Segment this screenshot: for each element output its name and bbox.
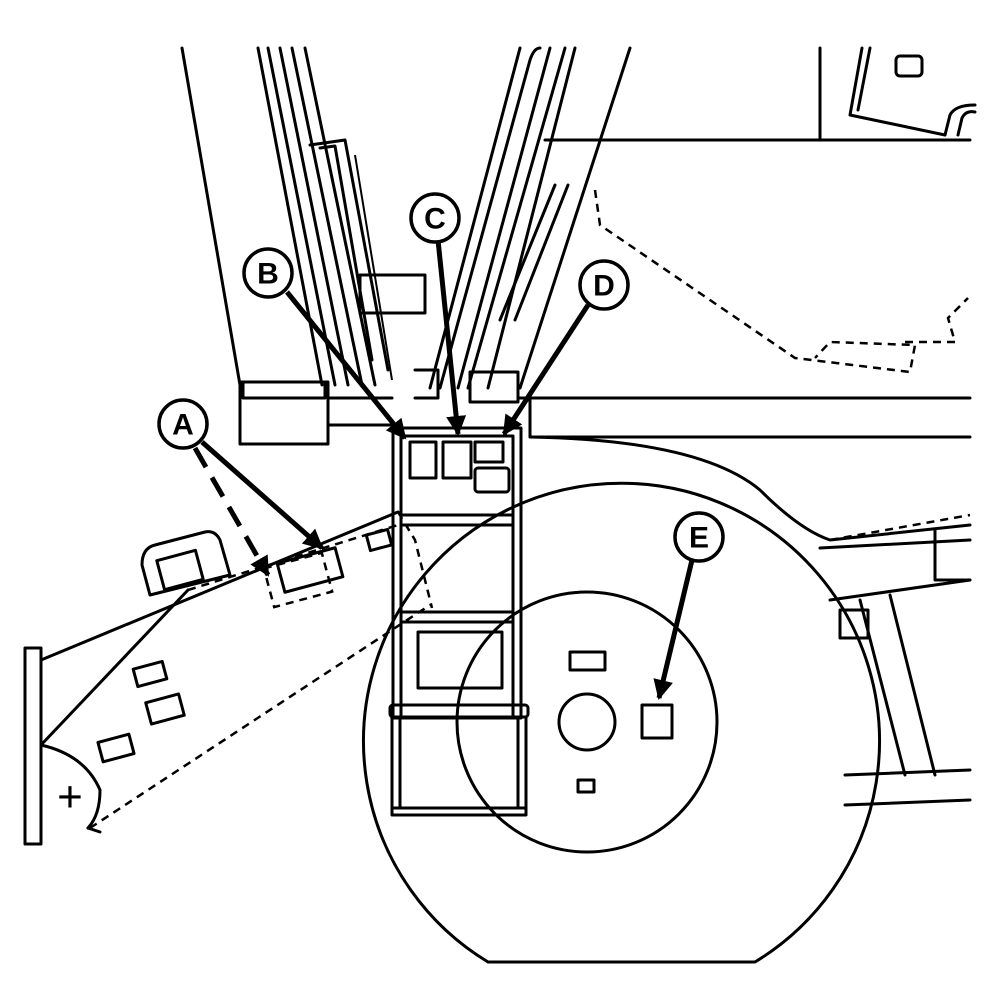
- component-c-box: [441, 440, 473, 480]
- component-d-box: [473, 440, 505, 464]
- callout-d-label: D: [593, 270, 615, 303]
- component-b-box: [408, 440, 438, 480]
- callout-c: C: [409, 192, 461, 244]
- callout-d: D: [578, 259, 630, 311]
- leader-lines: [192, 239, 695, 700]
- cab-structure: [180, 46, 440, 446]
- callout-c-label: C: [424, 203, 446, 236]
- centre-pillars: [428, 46, 632, 404]
- leader-a-dashed: [192, 446, 271, 577]
- right-frame: [528, 435, 972, 807]
- battery-positive-symbol: +: [57, 773, 83, 822]
- ladder: [388, 426, 530, 817]
- upper-right-platform: [518, 46, 977, 439]
- leader-e: [653, 559, 695, 700]
- leader-c: [435, 239, 467, 436]
- component-e-box: [640, 703, 674, 740]
- left-boom: [23, 510, 434, 846]
- callout-b-label: B: [257, 258, 279, 291]
- leader-a-solid: [200, 440, 324, 550]
- component-a-box: [275, 546, 345, 594]
- leader-d: [501, 303, 591, 436]
- callout-a: A: [157, 398, 209, 450]
- callout-e: E: [673, 511, 725, 563]
- callout-e-label: E: [689, 522, 709, 555]
- wheel: [362, 481, 881, 964]
- leader-b: [285, 290, 407, 440]
- callout-a-label: A: [172, 409, 194, 442]
- callout-b: B: [242, 247, 294, 299]
